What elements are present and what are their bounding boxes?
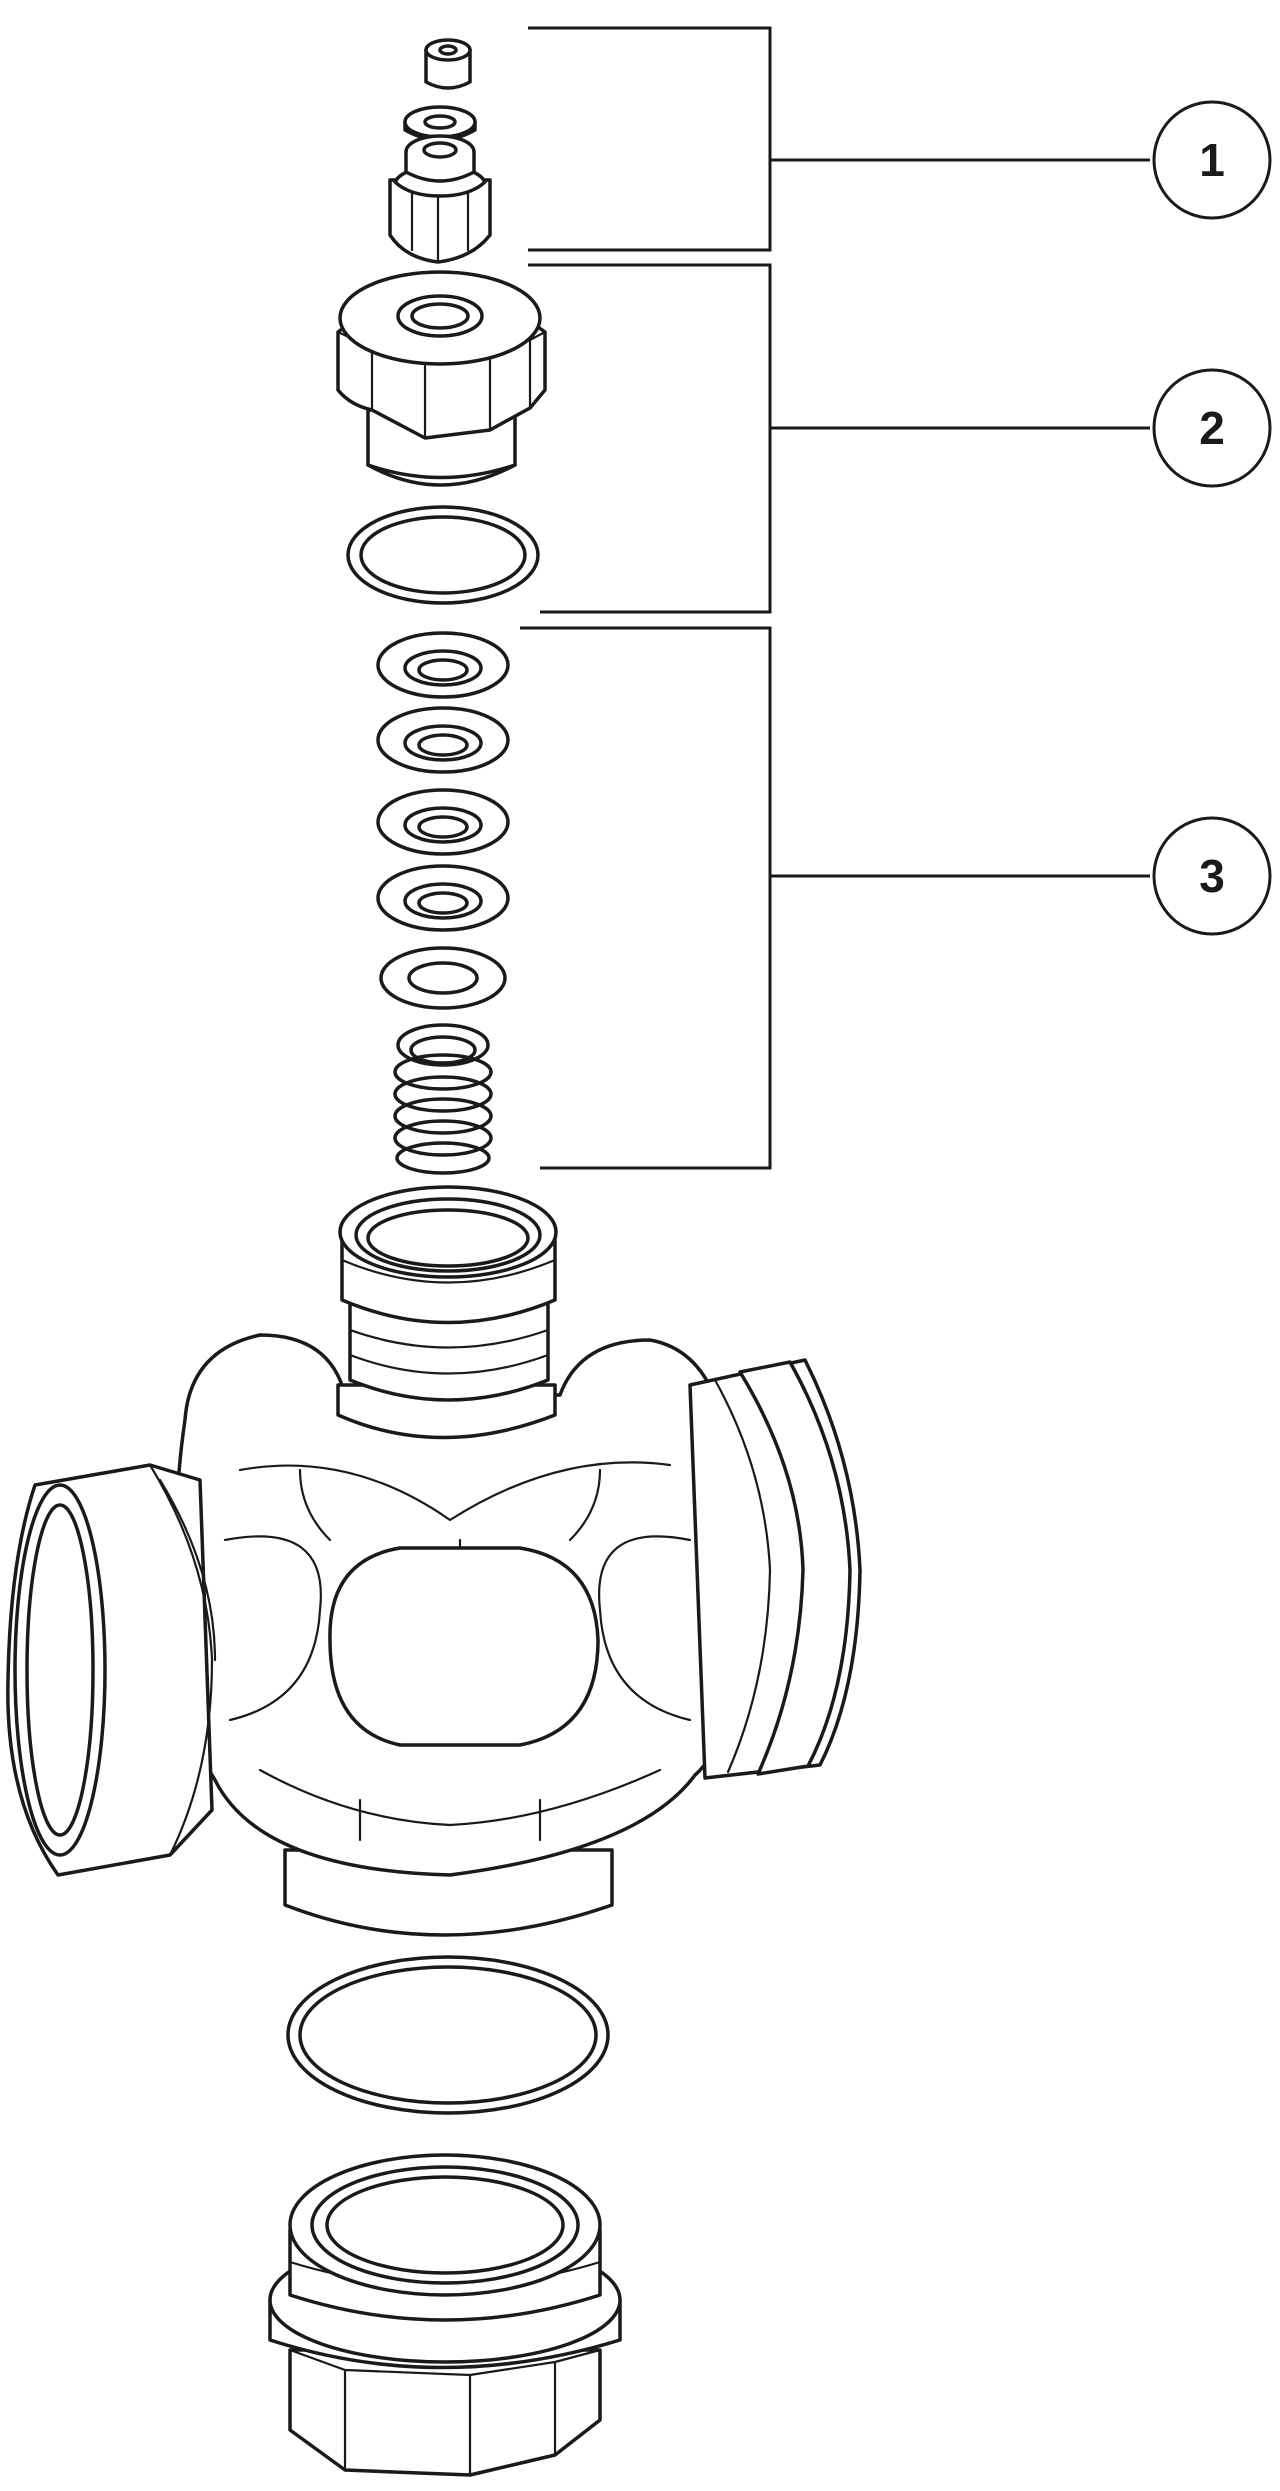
seal-washer-2 <box>376 706 510 774</box>
seal-washer-4 <box>376 864 510 932</box>
callout-bracket-1 <box>528 26 1150 252</box>
packing-nut <box>388 134 492 264</box>
seal-washer-1 <box>376 631 510 699</box>
callout-bracket-2 <box>528 263 1150 614</box>
valve-body <box>6 1185 862 1937</box>
callout-bracket-3 <box>520 626 1150 1170</box>
callout-number-3: 3 <box>1199 850 1225 902</box>
callout-1: 1 <box>1152 100 1272 220</box>
callout-number-1: 1 <box>1199 134 1225 186</box>
callout-number-2: 2 <box>1199 402 1225 454</box>
flat-washer <box>379 946 507 1010</box>
seal-washer-3 <box>376 788 510 856</box>
bonnet-nut <box>336 270 547 487</box>
compression-spring <box>393 1023 493 1175</box>
bottom-o-ring <box>286 1955 610 2115</box>
set-screw <box>424 38 472 90</box>
bonnet-o-ring <box>346 505 540 605</box>
callout-3: 3 <box>1152 816 1272 936</box>
bottom-plug <box>268 2153 622 2477</box>
callout-2: 2 <box>1152 368 1272 488</box>
